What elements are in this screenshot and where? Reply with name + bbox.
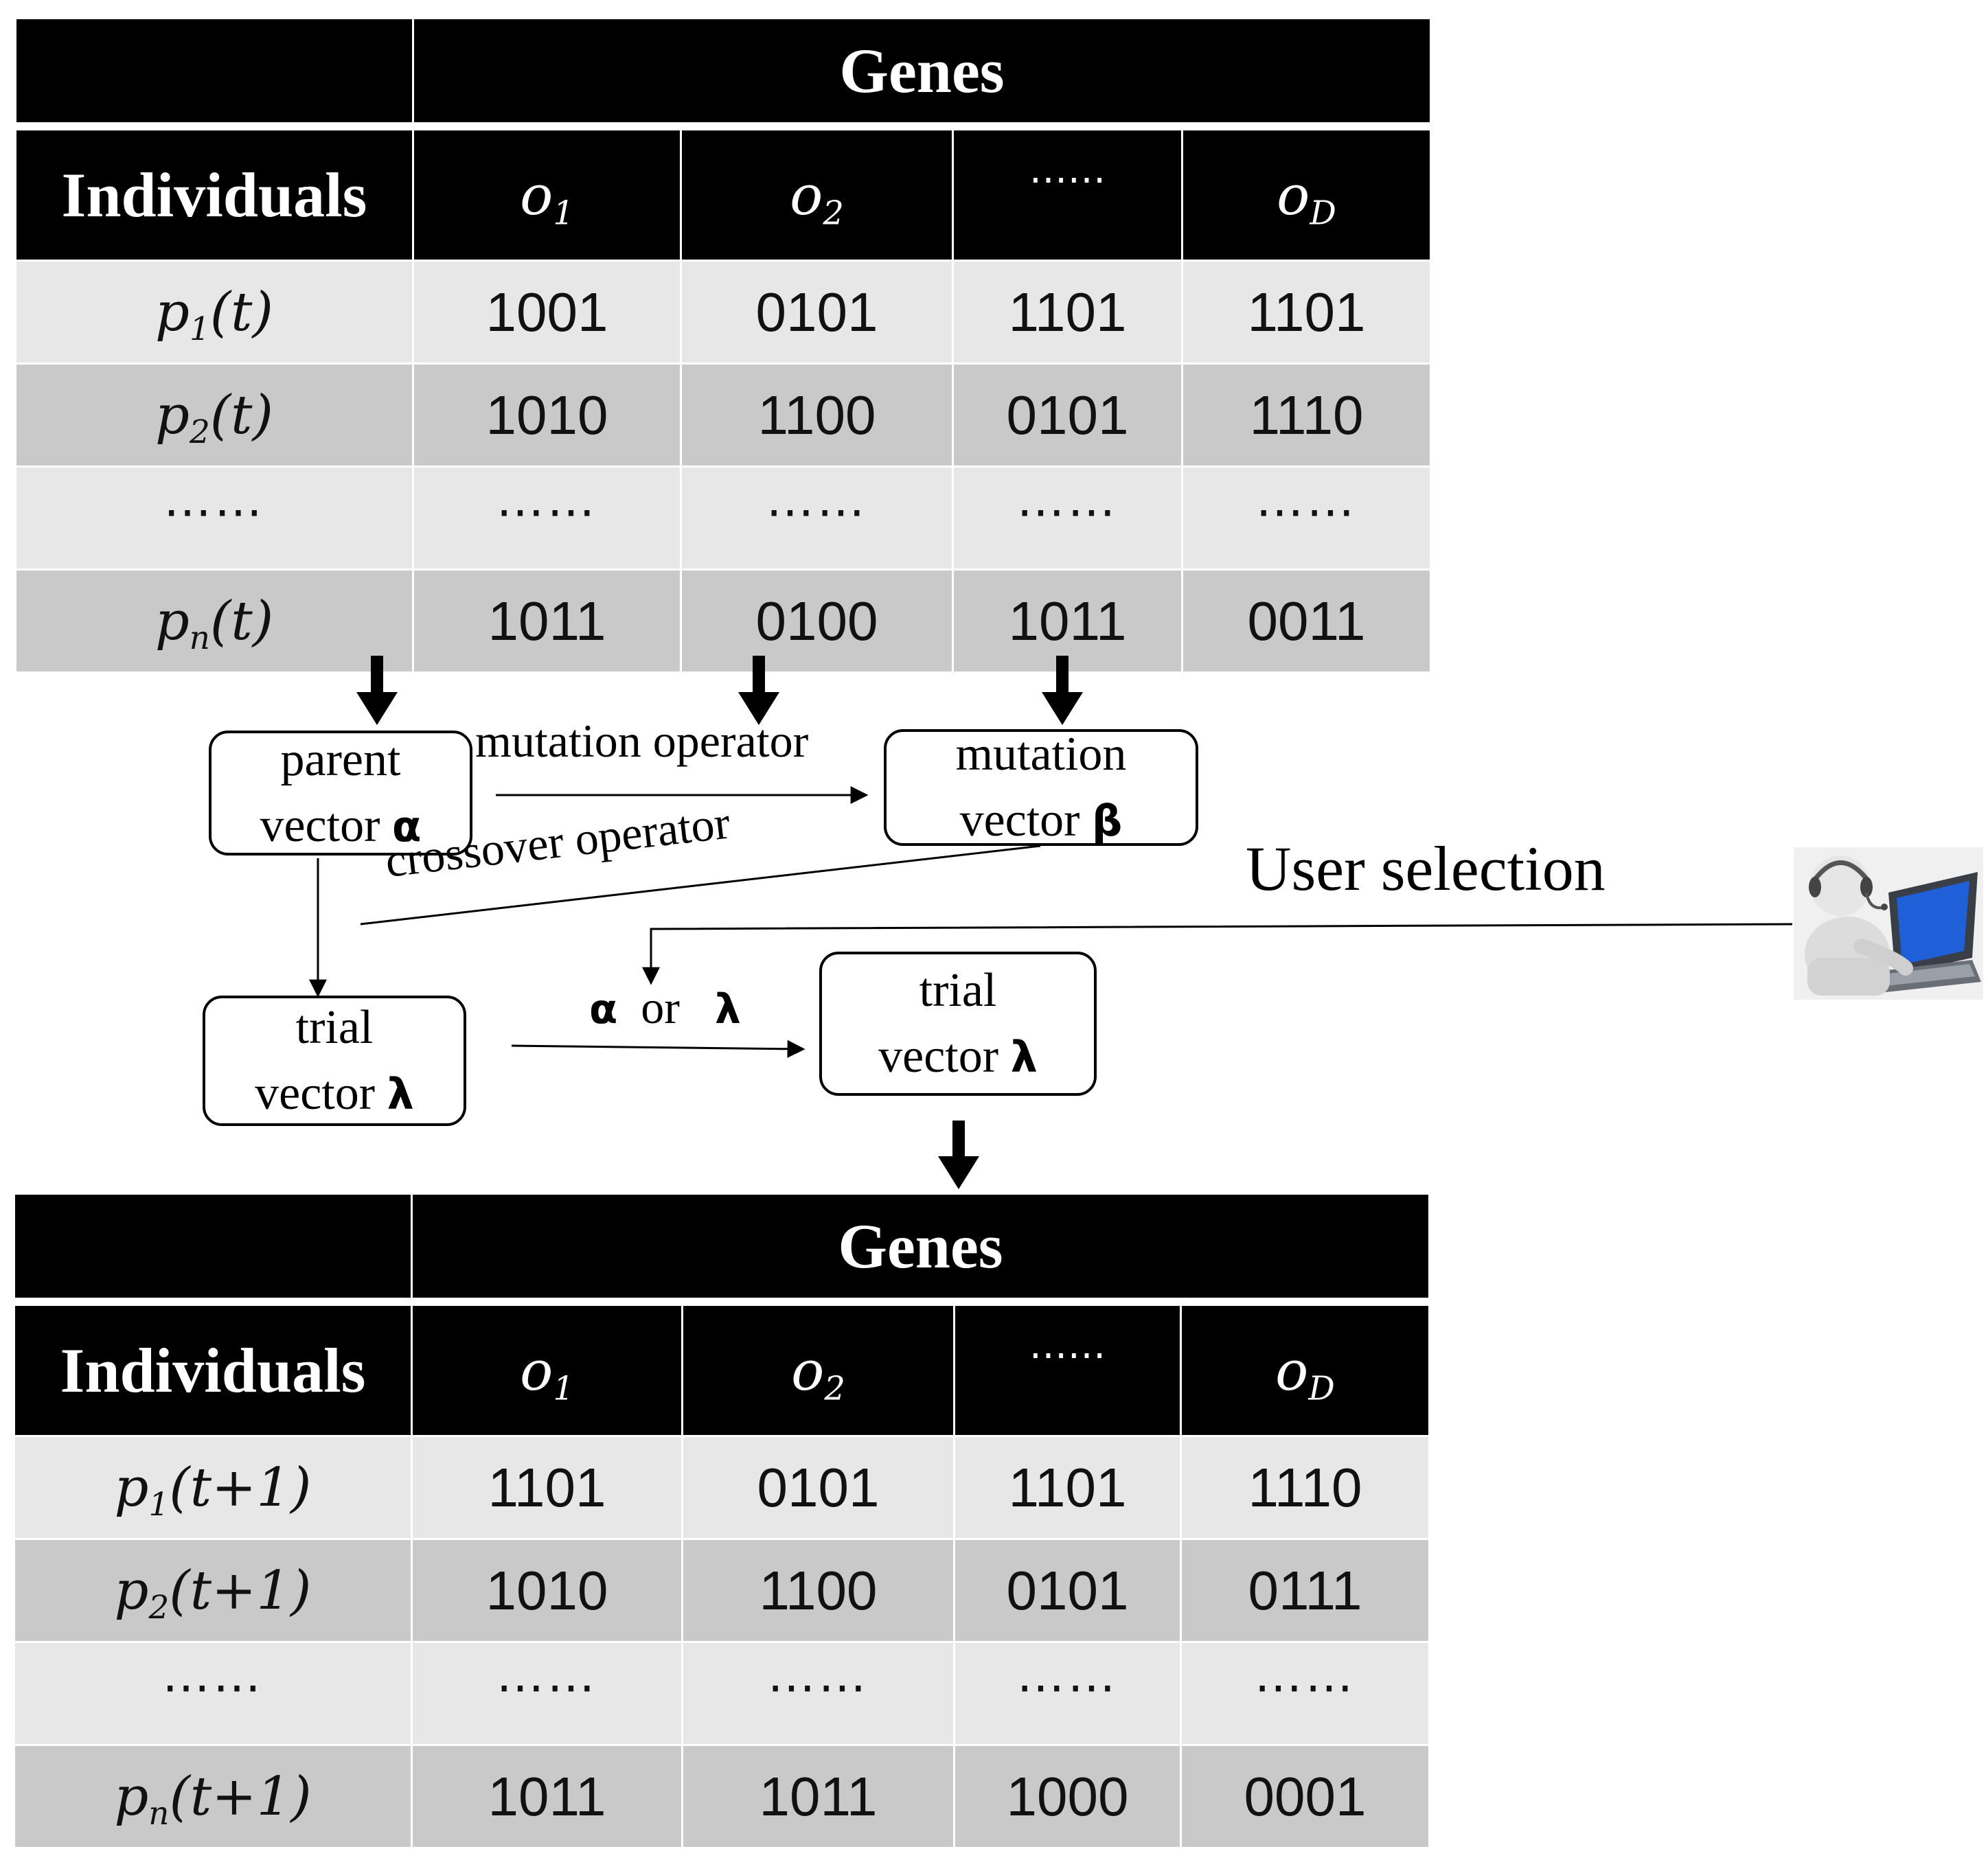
gene-header-ellipsis: ⋯⋯ bbox=[953, 1306, 1180, 1437]
gene-value: 0101 bbox=[952, 365, 1181, 468]
gene-value: 1011 bbox=[411, 1746, 681, 1849]
trial-vector-left-line1: trial bbox=[295, 1000, 374, 1054]
gene-value: 0111 bbox=[1180, 1540, 1429, 1643]
parent-vector-box: parent vector α bbox=[209, 731, 472, 855]
mutation-vector-line2: vector β bbox=[959, 793, 1123, 847]
individual-label: p2(t+1) bbox=[15, 1540, 411, 1643]
trial-vector-left-line2: vector λ bbox=[255, 1066, 414, 1120]
individuals-header: Individuals bbox=[16, 130, 412, 262]
table-row-ellipsis: ⋯⋯ ⋯⋯ ⋯⋯ ⋯⋯ ⋯⋯ bbox=[16, 468, 1430, 571]
parent-vector-line2: vector α bbox=[260, 799, 422, 852]
trial-vector-box-left: trial vector λ bbox=[203, 996, 466, 1126]
table-row: p2(t) 1010 1100 0101 1110 bbox=[16, 365, 1430, 468]
gene-value: 1101 bbox=[953, 1437, 1180, 1540]
individual-label: pn(t+1) bbox=[15, 1746, 411, 1849]
gene-value: 1011 bbox=[412, 571, 680, 674]
user-selection-label: User selection bbox=[1246, 834, 1606, 904]
current-population-table: Genes Individuals o1 o2 ⋯⋯ oD p1(t) 1001… bbox=[16, 19, 1430, 674]
table-row: p1(t) 1001 0101 1101 1101 bbox=[16, 262, 1430, 365]
trial-vector-box-right: trial vector λ bbox=[819, 952, 1097, 1096]
gene-value: 1101 bbox=[1181, 262, 1430, 365]
mutation-operator-label: mutation operator bbox=[475, 715, 809, 767]
user-selection-arrow bbox=[642, 923, 1793, 985]
table-row-ellipsis: ⋯⋯ ⋯⋯ ⋯⋯ ⋯⋯ ⋯⋯ bbox=[15, 1643, 1429, 1746]
gene-value: 1110 bbox=[1180, 1437, 1429, 1540]
parent-vector-line1: parent bbox=[280, 733, 401, 786]
ellipsis-cell: ⋯⋯ bbox=[953, 1643, 1180, 1746]
gene-value: 0001 bbox=[1180, 1746, 1429, 1849]
table-row: pn(t+1) 1011 1011 1000 0001 bbox=[15, 1746, 1429, 1849]
trial-vector-right-line2: vector λ bbox=[878, 1029, 1038, 1083]
gene-value: 1000 bbox=[953, 1746, 1180, 1849]
table-row: p2(t+1) 1010 1100 0101 0111 bbox=[15, 1540, 1429, 1643]
gene-header-oD: oD bbox=[1180, 1306, 1429, 1437]
individual-label: pn(t) bbox=[16, 571, 412, 674]
gene-value: 1010 bbox=[412, 365, 680, 468]
individual-label: p1(t) bbox=[16, 262, 412, 365]
ellipsis-cell: ⋯⋯ bbox=[15, 1643, 411, 1746]
trial-vector-right-line1: trial bbox=[919, 963, 997, 1017]
table-row: pn(t) 1011 0100 1011 0011 bbox=[16, 571, 1430, 674]
choice-label: α or λ bbox=[589, 980, 741, 1035]
gene-value: 0011 bbox=[1181, 571, 1430, 674]
ellipsis-cell: ⋯⋯ bbox=[411, 1643, 681, 1746]
gene-value: 0100 bbox=[680, 571, 952, 674]
block-arrow-down-icon bbox=[738, 656, 779, 725]
genes-header: Genes bbox=[412, 19, 1430, 122]
crossover-operator-line bbox=[360, 845, 1041, 926]
gene-header-o1: o1 bbox=[412, 130, 680, 262]
gene-header-o2: o2 bbox=[681, 1306, 953, 1437]
block-arrow-down-icon bbox=[1042, 656, 1083, 725]
gene-value: 1100 bbox=[680, 365, 952, 468]
individual-label: p1(t+1) bbox=[15, 1437, 411, 1540]
gene-value: 1101 bbox=[411, 1437, 681, 1540]
ellipsis-cell: ⋯⋯ bbox=[680, 468, 952, 571]
gene-header-o1: o1 bbox=[411, 1306, 681, 1437]
empty-corner-cell bbox=[15, 1195, 411, 1298]
gene-value: 1110 bbox=[1181, 365, 1430, 468]
gene-value: 0101 bbox=[953, 1540, 1180, 1643]
empty-corner-cell bbox=[16, 19, 412, 122]
block-arrow-down-icon bbox=[356, 656, 398, 725]
selection-arrow bbox=[511, 1040, 806, 1058]
genes-header: Genes bbox=[411, 1195, 1429, 1298]
gene-header-ellipsis: ⋯⋯ bbox=[952, 130, 1181, 262]
next-population-table: Genes Individuals o1 o2 ⋯⋯ oD p1(t+1) 11… bbox=[15, 1195, 1429, 1849]
gene-value: 1010 bbox=[411, 1540, 681, 1643]
table-row: p1(t+1) 1101 0101 1101 1110 bbox=[15, 1437, 1429, 1540]
choice-alpha: α bbox=[589, 985, 618, 1033]
gene-value: 1100 bbox=[681, 1540, 953, 1643]
gene-value: 1101 bbox=[952, 262, 1181, 365]
gene-value: 0101 bbox=[680, 262, 952, 365]
ellipsis-cell: ⋯⋯ bbox=[16, 468, 412, 571]
choice-or: or bbox=[641, 981, 680, 1033]
mutation-vector-line1: mutation bbox=[955, 727, 1127, 781]
gene-header-oD: oD bbox=[1181, 130, 1430, 262]
individual-label: p2(t) bbox=[16, 365, 412, 468]
gene-value: 1011 bbox=[681, 1746, 953, 1849]
ellipsis-cell: ⋯⋯ bbox=[1181, 468, 1430, 571]
ellipsis-cell: ⋯⋯ bbox=[952, 468, 1181, 571]
gene-value: 0101 bbox=[681, 1437, 953, 1540]
ellipsis-cell: ⋯⋯ bbox=[681, 1643, 953, 1746]
ellipsis-cell: ⋯⋯ bbox=[412, 468, 680, 571]
ellipsis-cell: ⋯⋯ bbox=[1180, 1643, 1429, 1746]
individuals-header: Individuals bbox=[15, 1306, 411, 1437]
mutation-vector-box: mutation vector β bbox=[884, 728, 1198, 847]
block-arrow-down-icon bbox=[938, 1121, 979, 1189]
gene-header-o2: o2 bbox=[680, 130, 952, 262]
user-with-headset-at-laptop-icon bbox=[1794, 847, 1983, 1000]
choice-lambda: λ bbox=[714, 985, 741, 1033]
gene-value: 1001 bbox=[412, 262, 680, 365]
